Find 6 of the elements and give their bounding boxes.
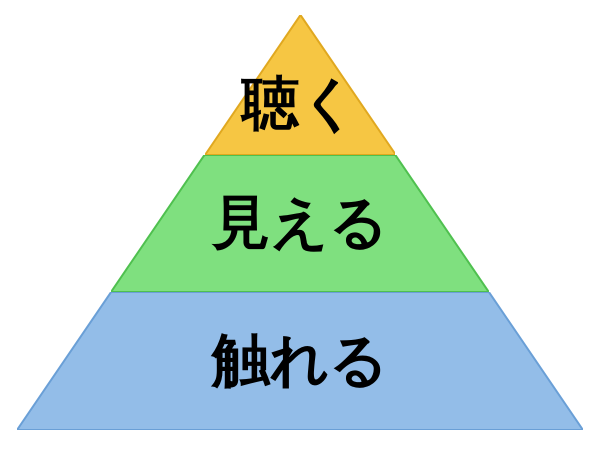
- tier-label: 聴く: [241, 74, 358, 132]
- tier-label: 見える: [212, 193, 388, 252]
- pyramid-tier: [111, 155, 489, 292]
- pyramid-tier: [17, 292, 583, 430]
- pyramid-tier: [204, 15, 396, 155]
- tier-label: 触れる: [212, 330, 388, 389]
